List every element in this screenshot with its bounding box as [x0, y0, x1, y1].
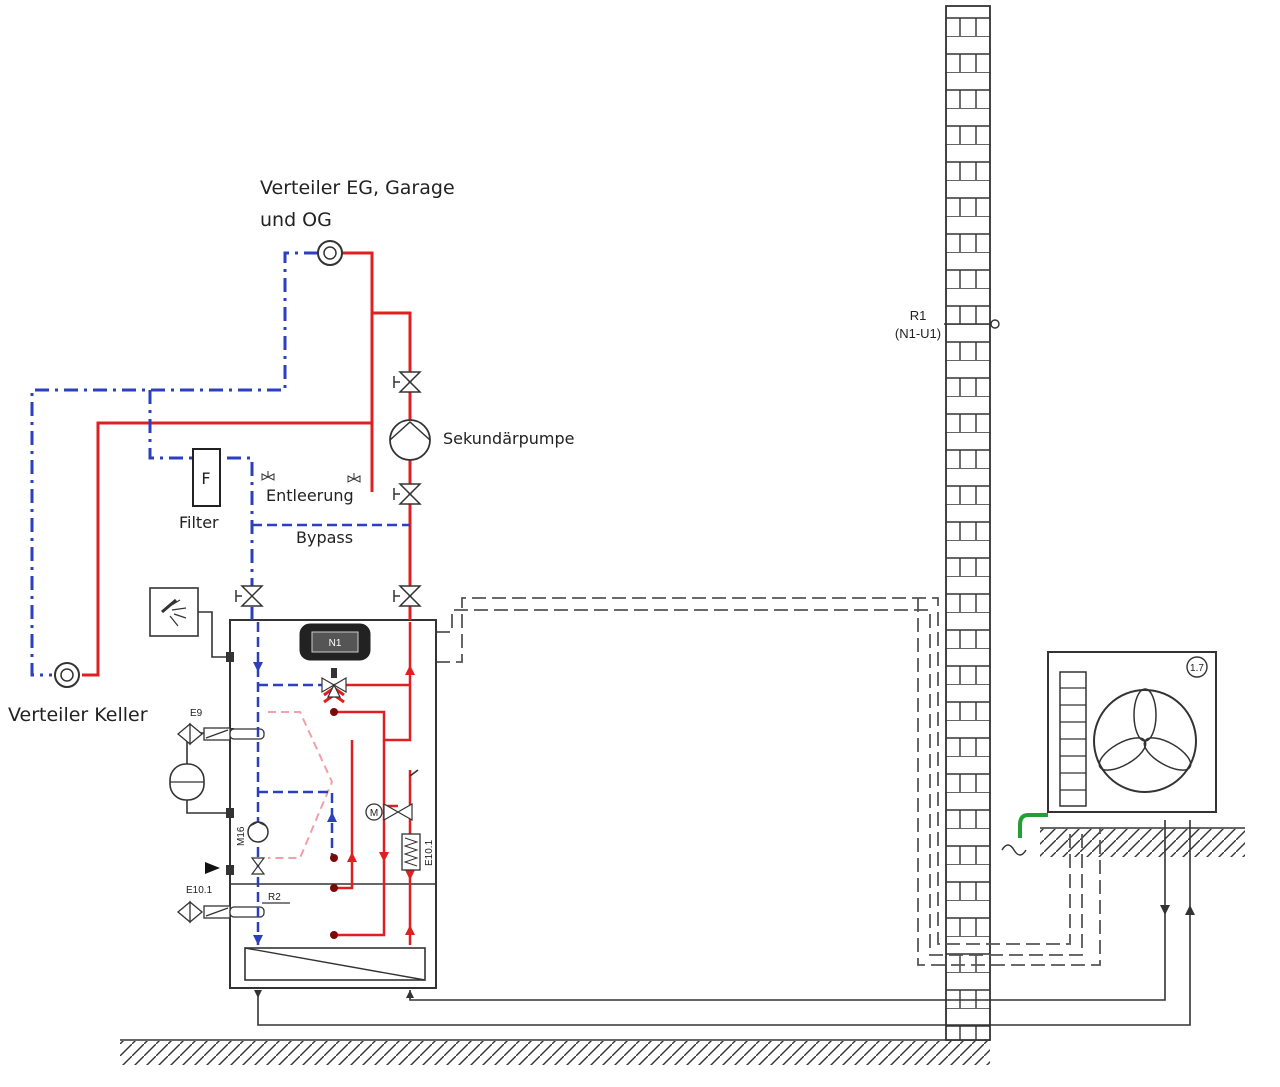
filter: F [192, 448, 221, 507]
drain-valve-right-icon [347, 473, 361, 483]
outdoor-sensor-r1: R1 (N1-U1) [895, 308, 1000, 341]
m16-label: M16 [236, 826, 247, 846]
sensor-r1-label: R1 [910, 308, 927, 323]
refrigerant-lines [436, 597, 1101, 966]
internal-return-blue [253, 622, 337, 945]
heater-e9: E9 [176, 708, 265, 746]
condensate-drain [1018, 813, 1048, 838]
e10-1-right-label: E10.1 [424, 839, 435, 866]
controller-n1-label: N1 [329, 638, 342, 649]
bypass-label: Bypass [296, 528, 353, 547]
secondary-pump [389, 419, 431, 461]
secondary-pump-label: Sekundärpumpe [443, 429, 574, 448]
heat-pump-flow-return-lines [254, 820, 1195, 1026]
sensor-r1-sublabel: (N1-U1) [895, 326, 941, 341]
indoor-unit: N1 [226, 619, 437, 989]
internal-circuit-pink [268, 711, 334, 859]
distributor-basement [54, 662, 80, 688]
fill-arrow-icon [205, 862, 220, 874]
three-way-valve-motor: M [365, 802, 413, 822]
heater-e10-1-left: E10.1 R2 [176, 885, 290, 924]
outdoor-heat-pump-unit: 1.7 [1001, 651, 1217, 856]
e9-label: E9 [190, 708, 203, 719]
heater-e10-1-right: E10.1 [401, 769, 435, 871]
expansion-vessel [169, 732, 230, 814]
filter-label: Filter [179, 513, 219, 532]
distributor-top [317, 240, 343, 266]
filter-letter: F [201, 469, 210, 488]
shutoff-valve-middle [393, 483, 422, 505]
m-valve-label: M [370, 808, 378, 819]
drain-valve-left-icon [261, 471, 275, 481]
distributor-basement-label: Verteiler Keller [8, 704, 148, 726]
shutoff-valve-upper [393, 371, 422, 393]
outdoor-unit-tag: 1.7 [1190, 663, 1204, 674]
r2-label: R2 [268, 892, 281, 903]
shower-icon [149, 587, 230, 658]
ground-hatch [120, 827, 1245, 1065]
shutoff-valve-red-lower [393, 585, 422, 607]
shutoff-valve-blue-lower [235, 585, 264, 607]
pump-m16: M16 [236, 821, 269, 875]
external-flow-red [82, 251, 412, 677]
brick-wall [945, 5, 991, 1041]
e10-1-left-label: E10.1 [186, 885, 213, 896]
distributor-top-label-line1: Verteiler EG, Garage [260, 177, 455, 199]
distributor-top-label-line2: und OG [260, 209, 332, 231]
three-way-valve-top [321, 668, 347, 698]
drain-label: Entleerung [266, 486, 354, 505]
